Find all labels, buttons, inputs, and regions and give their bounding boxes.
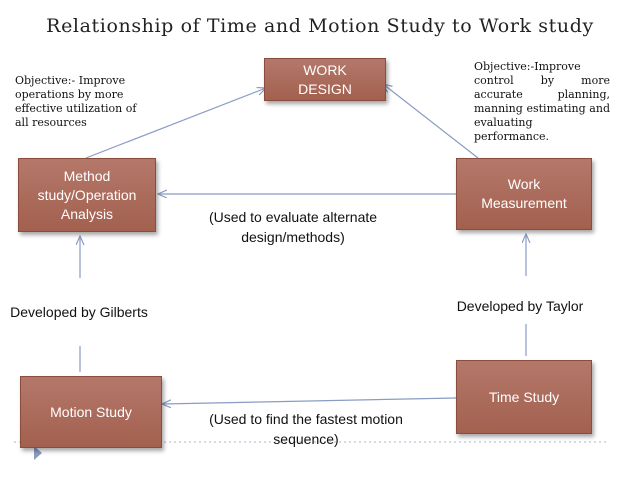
motion-study-label: Motion Study — [50, 403, 132, 420]
arrow-time-to-motion — [162, 397, 457, 404]
fastest-motion-note: (Used to find the fastest motion sequenc… — [209, 411, 403, 447]
work-design-label: WORK DESIGN — [298, 61, 352, 97]
footer-triangle-icon — [34, 446, 42, 460]
time-study-box: Time Study — [456, 360, 592, 434]
time-study-label: Time Study — [488, 388, 560, 405]
page-title: Relationship of Time and Motion Study to… — [46, 15, 594, 37]
work-design-box: WORK DESIGN — [264, 58, 386, 101]
work-measurement-box: Work Measurement — [456, 158, 592, 230]
evaluate-note: (Used to evaluate alternate design/metho… — [208, 209, 378, 245]
method-study-box: Method study/Operation Analysis — [18, 158, 156, 232]
gilberts-note: Developed by Gilberts — [10, 304, 148, 320]
method-study-label: Method study/Operation Analysis — [37, 167, 137, 222]
right-objective-text: Objective:-Improve control by more accur… — [474, 60, 610, 143]
left-objective-text: Objective:- Improve operations by more e… — [15, 74, 137, 129]
arrow-measurement-to-design — [383, 84, 479, 159]
taylor-note: Developed by Taylor — [456, 298, 584, 314]
arrow-method-to-design — [85, 88, 266, 159]
work-measurement-label: Work Measurement — [481, 176, 567, 211]
motion-study-box: Motion Study — [20, 376, 162, 448]
